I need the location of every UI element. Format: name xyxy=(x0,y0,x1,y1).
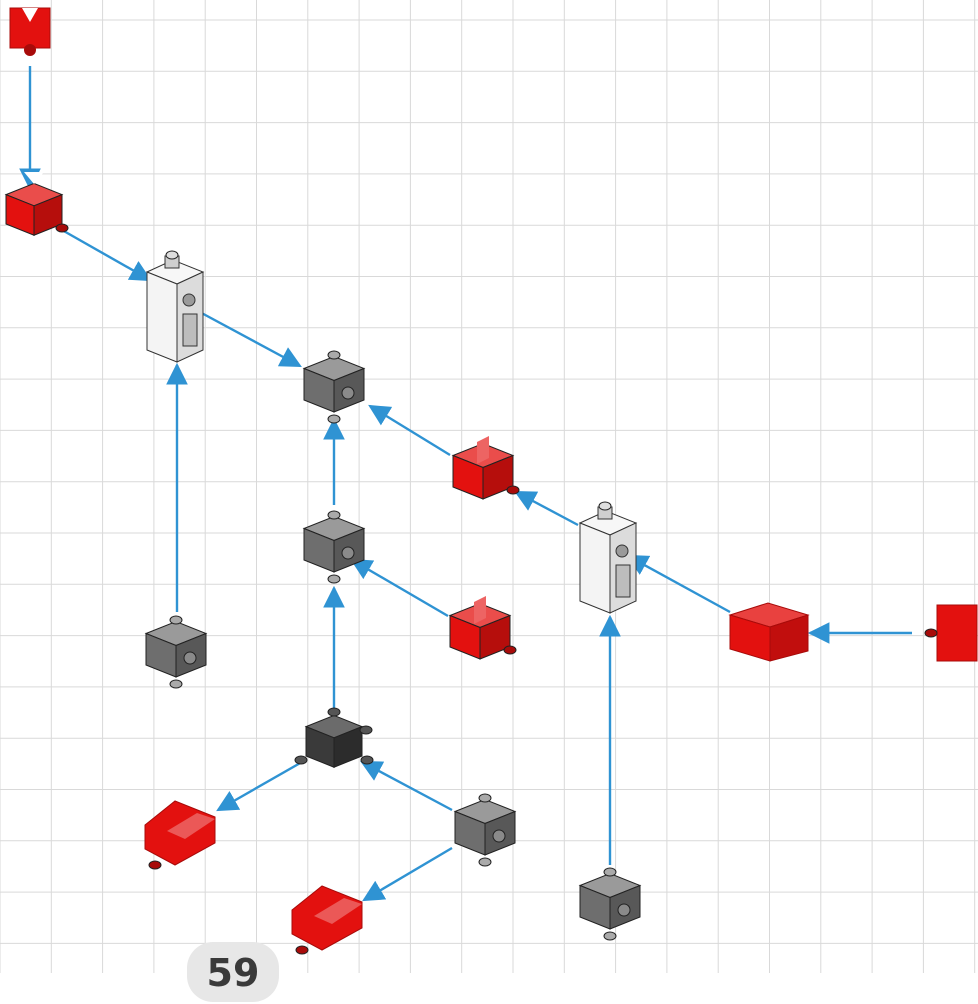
red-clamp-block-p15 xyxy=(291,885,363,955)
gray-building-block-p4 xyxy=(302,350,366,424)
arrow-p3-to-p4 xyxy=(195,308,302,368)
red-tray-block-p10 xyxy=(728,602,810,662)
red-connector-block-p11 xyxy=(924,604,978,662)
arrow-p5-to-p4 xyxy=(368,404,451,457)
arrow-p12-to-p13 xyxy=(216,760,303,812)
red-angle-block-p5 xyxy=(451,436,520,500)
arrow-p14-to-p15 xyxy=(362,846,453,902)
red-clip-block-p2 xyxy=(4,172,69,236)
assembly-diagram xyxy=(0,0,978,973)
white-hinge-block-p3 xyxy=(145,250,205,363)
gray-building-block-p14 xyxy=(453,793,517,867)
red-clamp-block-p13 xyxy=(144,800,216,870)
arrow-p14-to-p12 xyxy=(360,760,453,812)
assembly-arrows xyxy=(19,66,912,902)
gray-building-block-p16 xyxy=(578,867,642,941)
arrow-p2-to-p3 xyxy=(61,228,152,282)
white-hinge-block-p6 xyxy=(578,501,638,614)
arrow-p6-to-p5 xyxy=(514,490,579,527)
page-number-badge: 59 xyxy=(187,942,279,1002)
gray-building-block-p7 xyxy=(302,510,366,584)
black-cross-block-p12 xyxy=(294,707,374,768)
red-clip-holder-p1 xyxy=(9,7,51,56)
arrow-p10-to-p6 xyxy=(626,554,731,614)
parts-layer xyxy=(4,7,978,955)
grid-background xyxy=(0,0,978,973)
gray-building-block-p9 xyxy=(144,615,208,689)
red-angle-block-p8 xyxy=(448,596,517,660)
arrow-p8-to-p7 xyxy=(350,558,449,618)
